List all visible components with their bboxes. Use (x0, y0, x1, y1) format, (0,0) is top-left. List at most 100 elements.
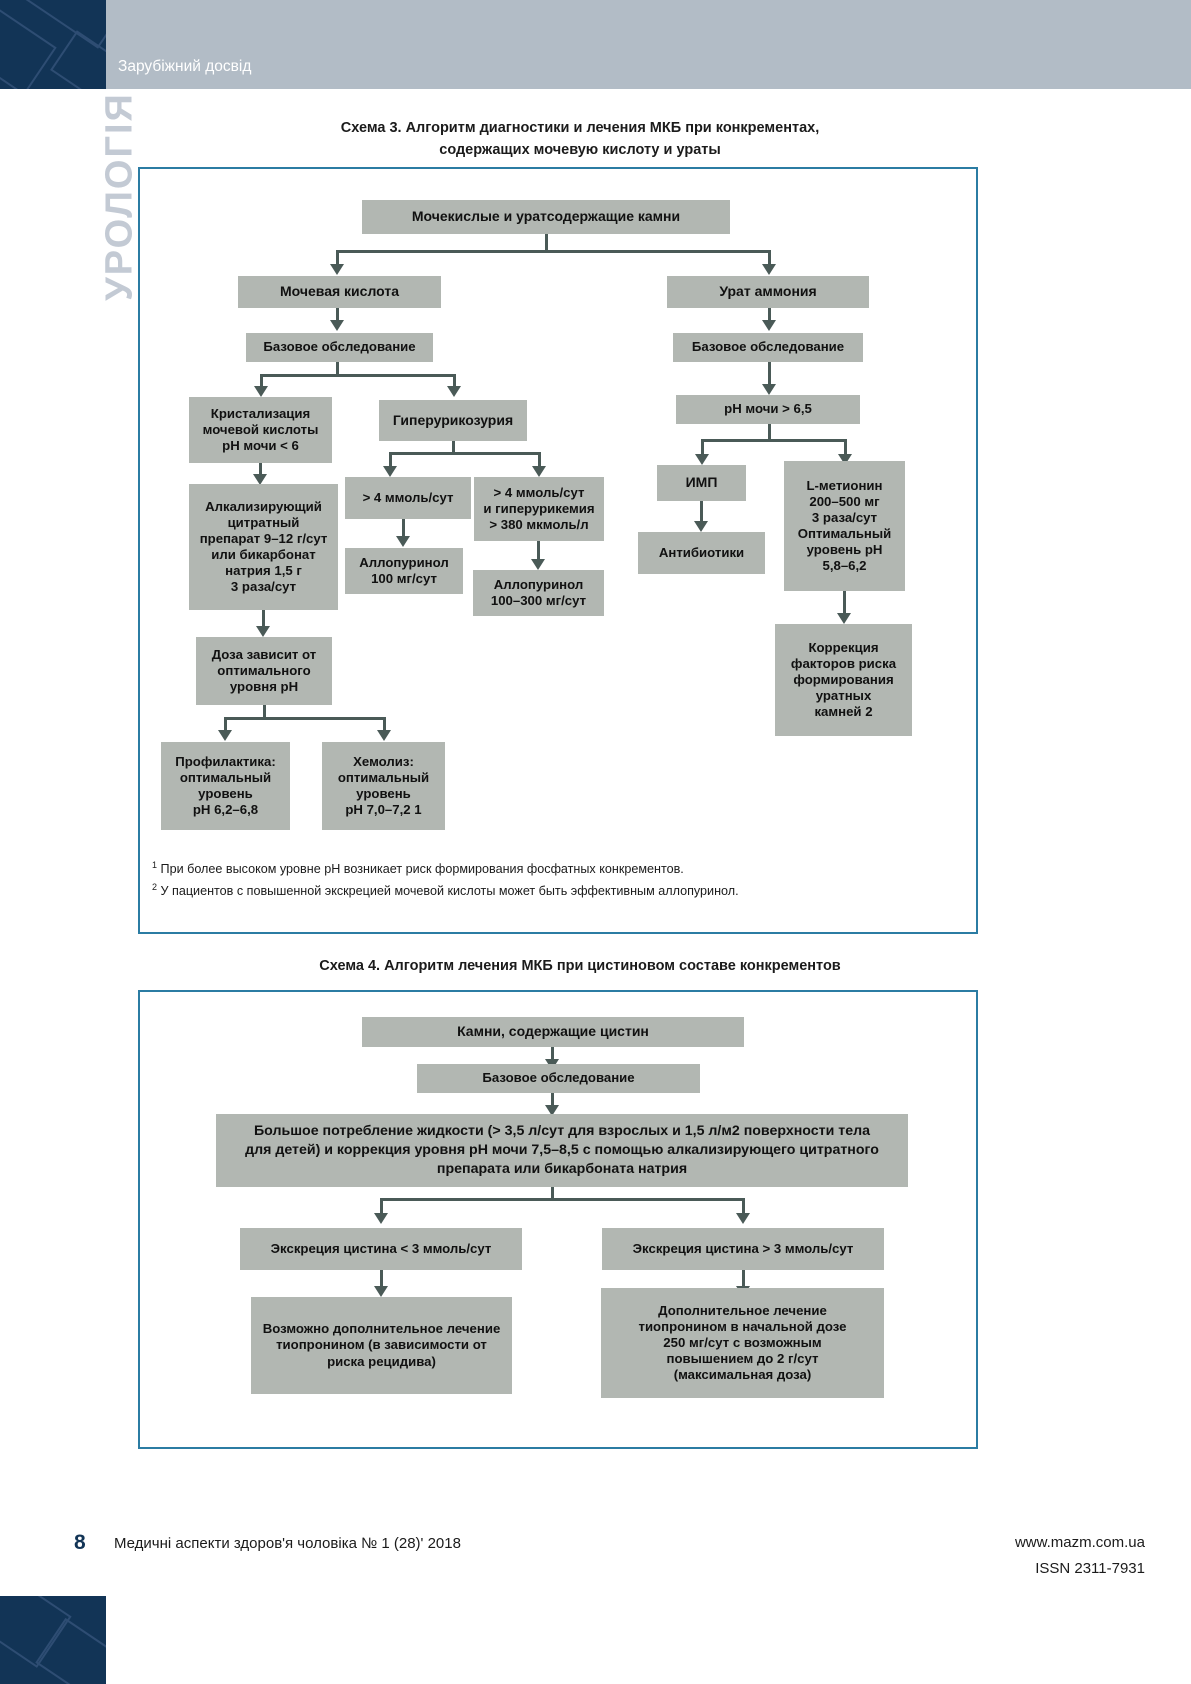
node-cystine-stones: Камни, содержащие цистин (362, 1017, 744, 1047)
connector (381, 1198, 744, 1201)
connector (768, 308, 771, 321)
arrow-icon (218, 730, 232, 741)
header-logo-graphic (0, 0, 106, 89)
connector (768, 362, 771, 385)
node-allopurinol-100-300: Аллопуринол 100–300 мг/сут (473, 570, 604, 616)
scheme3-title: Схема 3. Алгоритм диагностики и лечения … (260, 118, 900, 162)
connector (380, 1198, 383, 1214)
vertical-section-label: УРОЛОГІЯ (98, 92, 141, 301)
arrow-icon (545, 1105, 559, 1116)
connector (551, 1047, 554, 1060)
connector (742, 1198, 745, 1214)
connector (389, 452, 392, 467)
connector (768, 424, 771, 441)
connector (538, 452, 541, 467)
arrow-icon (694, 521, 708, 532)
node-dose-depends: Доза зависит от оптимального уровня pH (196, 637, 332, 705)
arrow-icon (447, 386, 461, 397)
connector (452, 441, 455, 454)
arrow-icon (330, 320, 344, 331)
connector (742, 1270, 745, 1287)
section-label: Зарубіжний досвід (118, 58, 252, 75)
connector (537, 541, 540, 560)
arrow-icon (762, 384, 776, 395)
arrow-icon (838, 454, 852, 465)
node-ammonium-urate: Урат аммония (667, 276, 869, 308)
arrow-icon (383, 466, 397, 477)
scheme3-footnote-1: 1 При более высоком уровне pH возникает … (152, 860, 684, 876)
node-base-exam-left: Базовое обследование (246, 333, 433, 362)
node-tiopronin-required: Дополнительное лечение тиопронином в нач… (601, 1288, 884, 1398)
arrow-icon (374, 1286, 388, 1297)
connector (453, 374, 456, 387)
connector (844, 439, 847, 455)
node-excretion-greater-3: Экскреция цистина > 3 ммоль/сут (602, 1228, 884, 1270)
arrow-icon (762, 320, 776, 331)
scheme3-footnote-1-text: При более высоком уровне pH возникает ри… (160, 862, 684, 877)
node-uric-acid: Мочевая кислота (238, 276, 441, 308)
connector (337, 250, 771, 253)
connector (225, 717, 386, 720)
connector (263, 705, 266, 719)
connector (380, 1270, 383, 1287)
node-scheme4-base-exam: Базовое обследование (417, 1064, 700, 1093)
arrow-icon (531, 559, 545, 570)
page-number: 8 (74, 1531, 86, 1554)
connector (336, 362, 339, 376)
connector (545, 234, 548, 252)
node-risk-factor-correction: Коррекция факторов риска формирования ур… (775, 624, 912, 736)
scheme3-title-line2: содержащих мочевую кислоту и ураты (439, 141, 721, 158)
connector (768, 250, 771, 266)
arrow-icon (762, 264, 776, 275)
connector (261, 374, 456, 377)
connector (336, 308, 339, 321)
connector (260, 374, 263, 387)
node-scheme3-root: Мочекислые и уратсодержащие камни (362, 200, 730, 234)
node-prophylaxis: Профилактика: оптимальный уровень pH 6,2… (161, 742, 290, 830)
node-alkalizing-agent: Алкализирующий цитратный препарат 9–12 г… (189, 484, 338, 610)
node-imp: ИМП (657, 465, 746, 501)
connector (336, 250, 339, 266)
node-ph-urine: pH мочи > 6,5 (676, 395, 860, 424)
connector (843, 591, 846, 614)
arrow-icon (736, 1213, 750, 1224)
connector (551, 1187, 554, 1200)
website-url: www.mazm.com.ua (1014, 1534, 1145, 1551)
scheme3-title-line1: Схема 3. Алгоритм диагностики и лечения … (340, 120, 820, 136)
journal-title: Медичні аспекти здоров'я чоловіка № 1 (2… (114, 1535, 461, 1552)
node-excretion-less-3: Экскреция цистина < 3 ммоль/сут (240, 1228, 522, 1270)
arrow-icon (253, 474, 267, 485)
issn-label: ISSN 2311-7931 (1035, 1560, 1145, 1577)
scheme3-footnote-2: 2 У пациентов с повышенной экскрецией мо… (152, 882, 739, 898)
node-allopurinol-100: Аллопуринол 100 мг/сут (345, 548, 463, 594)
arrow-icon (837, 613, 851, 624)
arrow-icon (374, 1213, 388, 1224)
arrow-icon (532, 466, 546, 477)
node-fluid-intake: Большое потребление жидкости (> 3,5 л/су… (216, 1114, 908, 1187)
page-header: Зарубіжний досвід (0, 0, 1191, 89)
connector (259, 463, 262, 475)
connector (390, 452, 541, 455)
node-chemolysis: Хемолиз: оптимальный уровень pH 7,0–7,2 … (322, 742, 445, 830)
node-base-exam-right: Базовое обследование (673, 333, 863, 362)
arrow-icon (377, 730, 391, 741)
scheme3-footnote-2-text: У пациентов с повышенной экскрецией моче… (160, 884, 739, 899)
scheme4-title: Схема 4. Алгоритм лечения МКБ при цистин… (319, 958, 841, 974)
node-gt4mmol-hyperuricemia: > 4 ммоль/сут и гиперурикемия > 380 мкмо… (474, 477, 604, 541)
node-antibiotics: Антибиотики (638, 532, 765, 574)
connector (701, 439, 704, 455)
arrow-icon (695, 454, 709, 465)
connector (402, 519, 405, 537)
footnote-mark-2: 2 (152, 882, 158, 892)
arrow-icon (330, 264, 344, 275)
footnote-mark-1: 1 (152, 860, 158, 870)
node-crystallization: Кристализация мочевой кислоты pH мочи < … (189, 397, 332, 463)
connector (700, 501, 703, 522)
arrow-icon (254, 386, 268, 397)
connector (383, 717, 386, 731)
node-l-methionine: L-метионин 200–500 мг 3 раза/сут Оптимал… (784, 461, 905, 591)
connector (702, 439, 847, 442)
node-tiopronin-optional: Возможно дополнительное лечение тиопрони… (251, 1297, 512, 1394)
node-gt4mmol: > 4 ммоль/сут (345, 477, 471, 519)
footer-logo-graphic (0, 1596, 106, 1684)
